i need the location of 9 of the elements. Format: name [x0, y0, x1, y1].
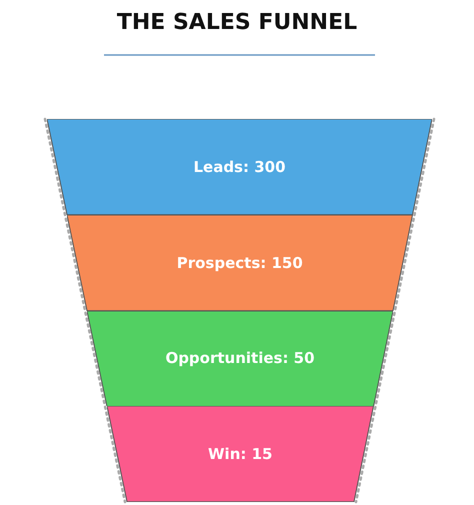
- stage-label: Prospects: 150: [176, 254, 304, 272]
- stage-label: Opportunities: 50: [164, 349, 316, 368]
- funnel-stage: [107, 406, 374, 502]
- title: THE SALES FUNNEL: [116, 10, 358, 35]
- funnel-stage: [67, 214, 412, 310]
- funnel-stage: [87, 310, 393, 406]
- funnel-stage: [47, 119, 432, 215]
- stage-label: Win: 15: [207, 445, 274, 464]
- stage-label: Leads: 300: [192, 158, 287, 176]
